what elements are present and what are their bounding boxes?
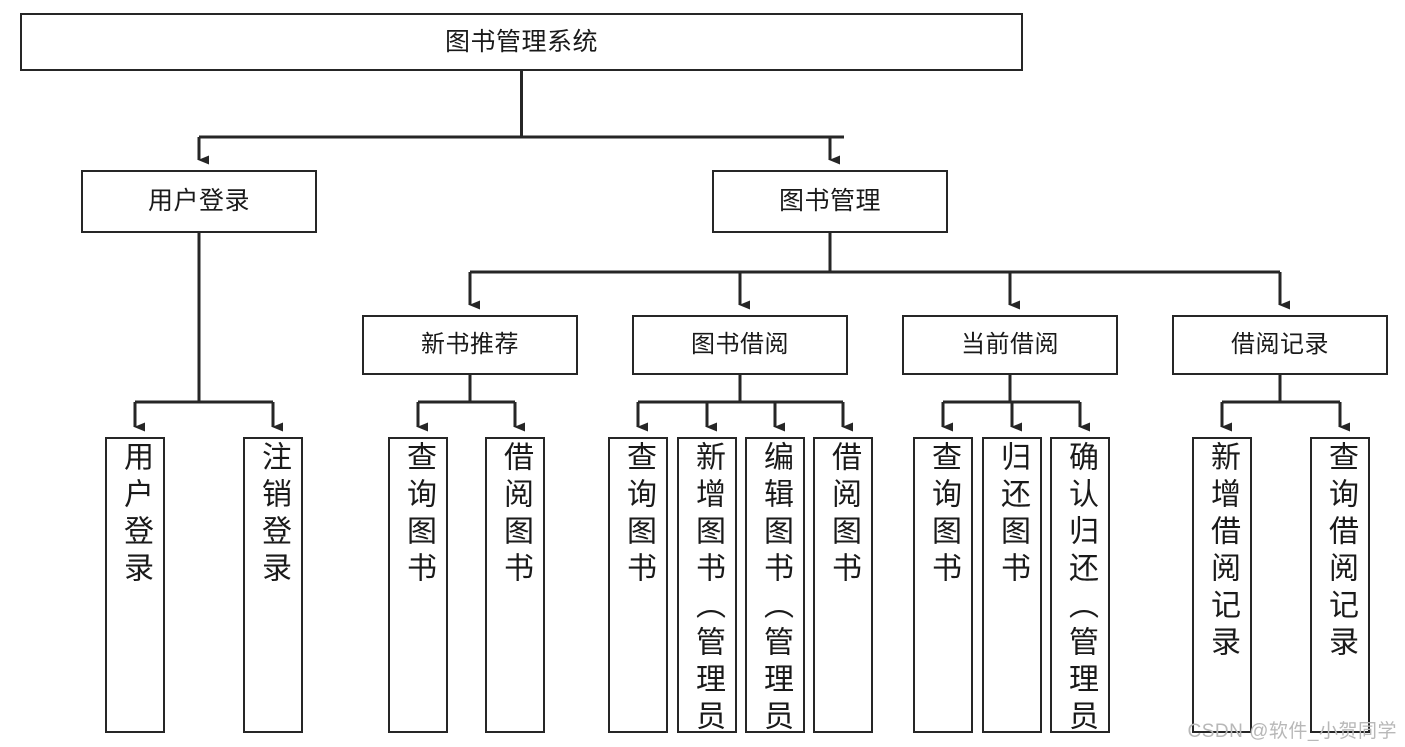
node-label: 查询借阅记录 [1324,441,1357,663]
node-label: 新增图书（管理员） [691,441,724,733]
node-new-book-recommendation[interactable]: 新书推荐 [362,315,578,375]
node-label: 注销登录 [257,441,290,589]
node-label: 借阅记录 [1231,331,1329,359]
node-label: 查询图书 [622,441,655,589]
node-label: 用户登录 [147,187,250,216]
node-current-borrowing[interactable]: 当前借阅 [902,315,1118,375]
node-label: 借阅图书 [499,441,532,589]
node-leaf-query-borrow-record[interactable]: 查询借阅记录 [1310,437,1370,733]
node-book-management-system[interactable]: 图书管理系统 [20,13,1023,71]
node-leaf-user-login[interactable]: 用户登录 [105,437,165,733]
node-label: 借阅图书 [827,441,860,589]
node-label: 编辑图书（管理员） [759,441,792,733]
node-leaf-borrow-book-new[interactable]: 借阅图书 [485,437,545,733]
node-leaf-borrow-book[interactable]: 借阅图书 [813,437,873,733]
node-label: 查询图书 [927,441,960,589]
node-label: 归还图书 [996,441,1029,589]
node-borrowing-record[interactable]: 借阅记录 [1172,315,1388,375]
node-book-management[interactable]: 图书管理 [712,170,948,233]
node-label: 新增借阅记录 [1206,441,1239,663]
node-leaf-add-borrow-record[interactable]: 新增借阅记录 [1192,437,1252,733]
node-label: 图书管理 [778,187,881,216]
node-label: 查询图书 [402,441,435,589]
node-leaf-add-book-admin[interactable]: 新增图书（管理员） [677,437,737,733]
node-leaf-edit-book-admin[interactable]: 编辑图书（管理员） [745,437,805,733]
node-label: 新书推荐 [421,331,519,359]
node-leaf-query-book-new[interactable]: 查询图书 [388,437,448,733]
node-label: 图书借阅 [691,331,789,359]
node-label: 确认归还（管理员） [1064,441,1097,733]
node-leaf-confirm-return-admin[interactable]: 确认归还（管理员） [1050,437,1110,733]
node-label: 用户登录 [119,441,152,589]
node-leaf-return-book[interactable]: 归还图书 [982,437,1042,733]
node-leaf-query-book-current[interactable]: 查询图书 [913,437,973,733]
node-user-login[interactable]: 用户登录 [81,170,317,233]
node-label: 图书管理系统 [444,27,598,56]
node-book-borrowing[interactable]: 图书借阅 [632,315,848,375]
node-label: 当前借阅 [961,331,1059,359]
node-leaf-user-logout[interactable]: 注销登录 [243,437,303,733]
node-leaf-query-book-borrow[interactable]: 查询图书 [608,437,668,733]
